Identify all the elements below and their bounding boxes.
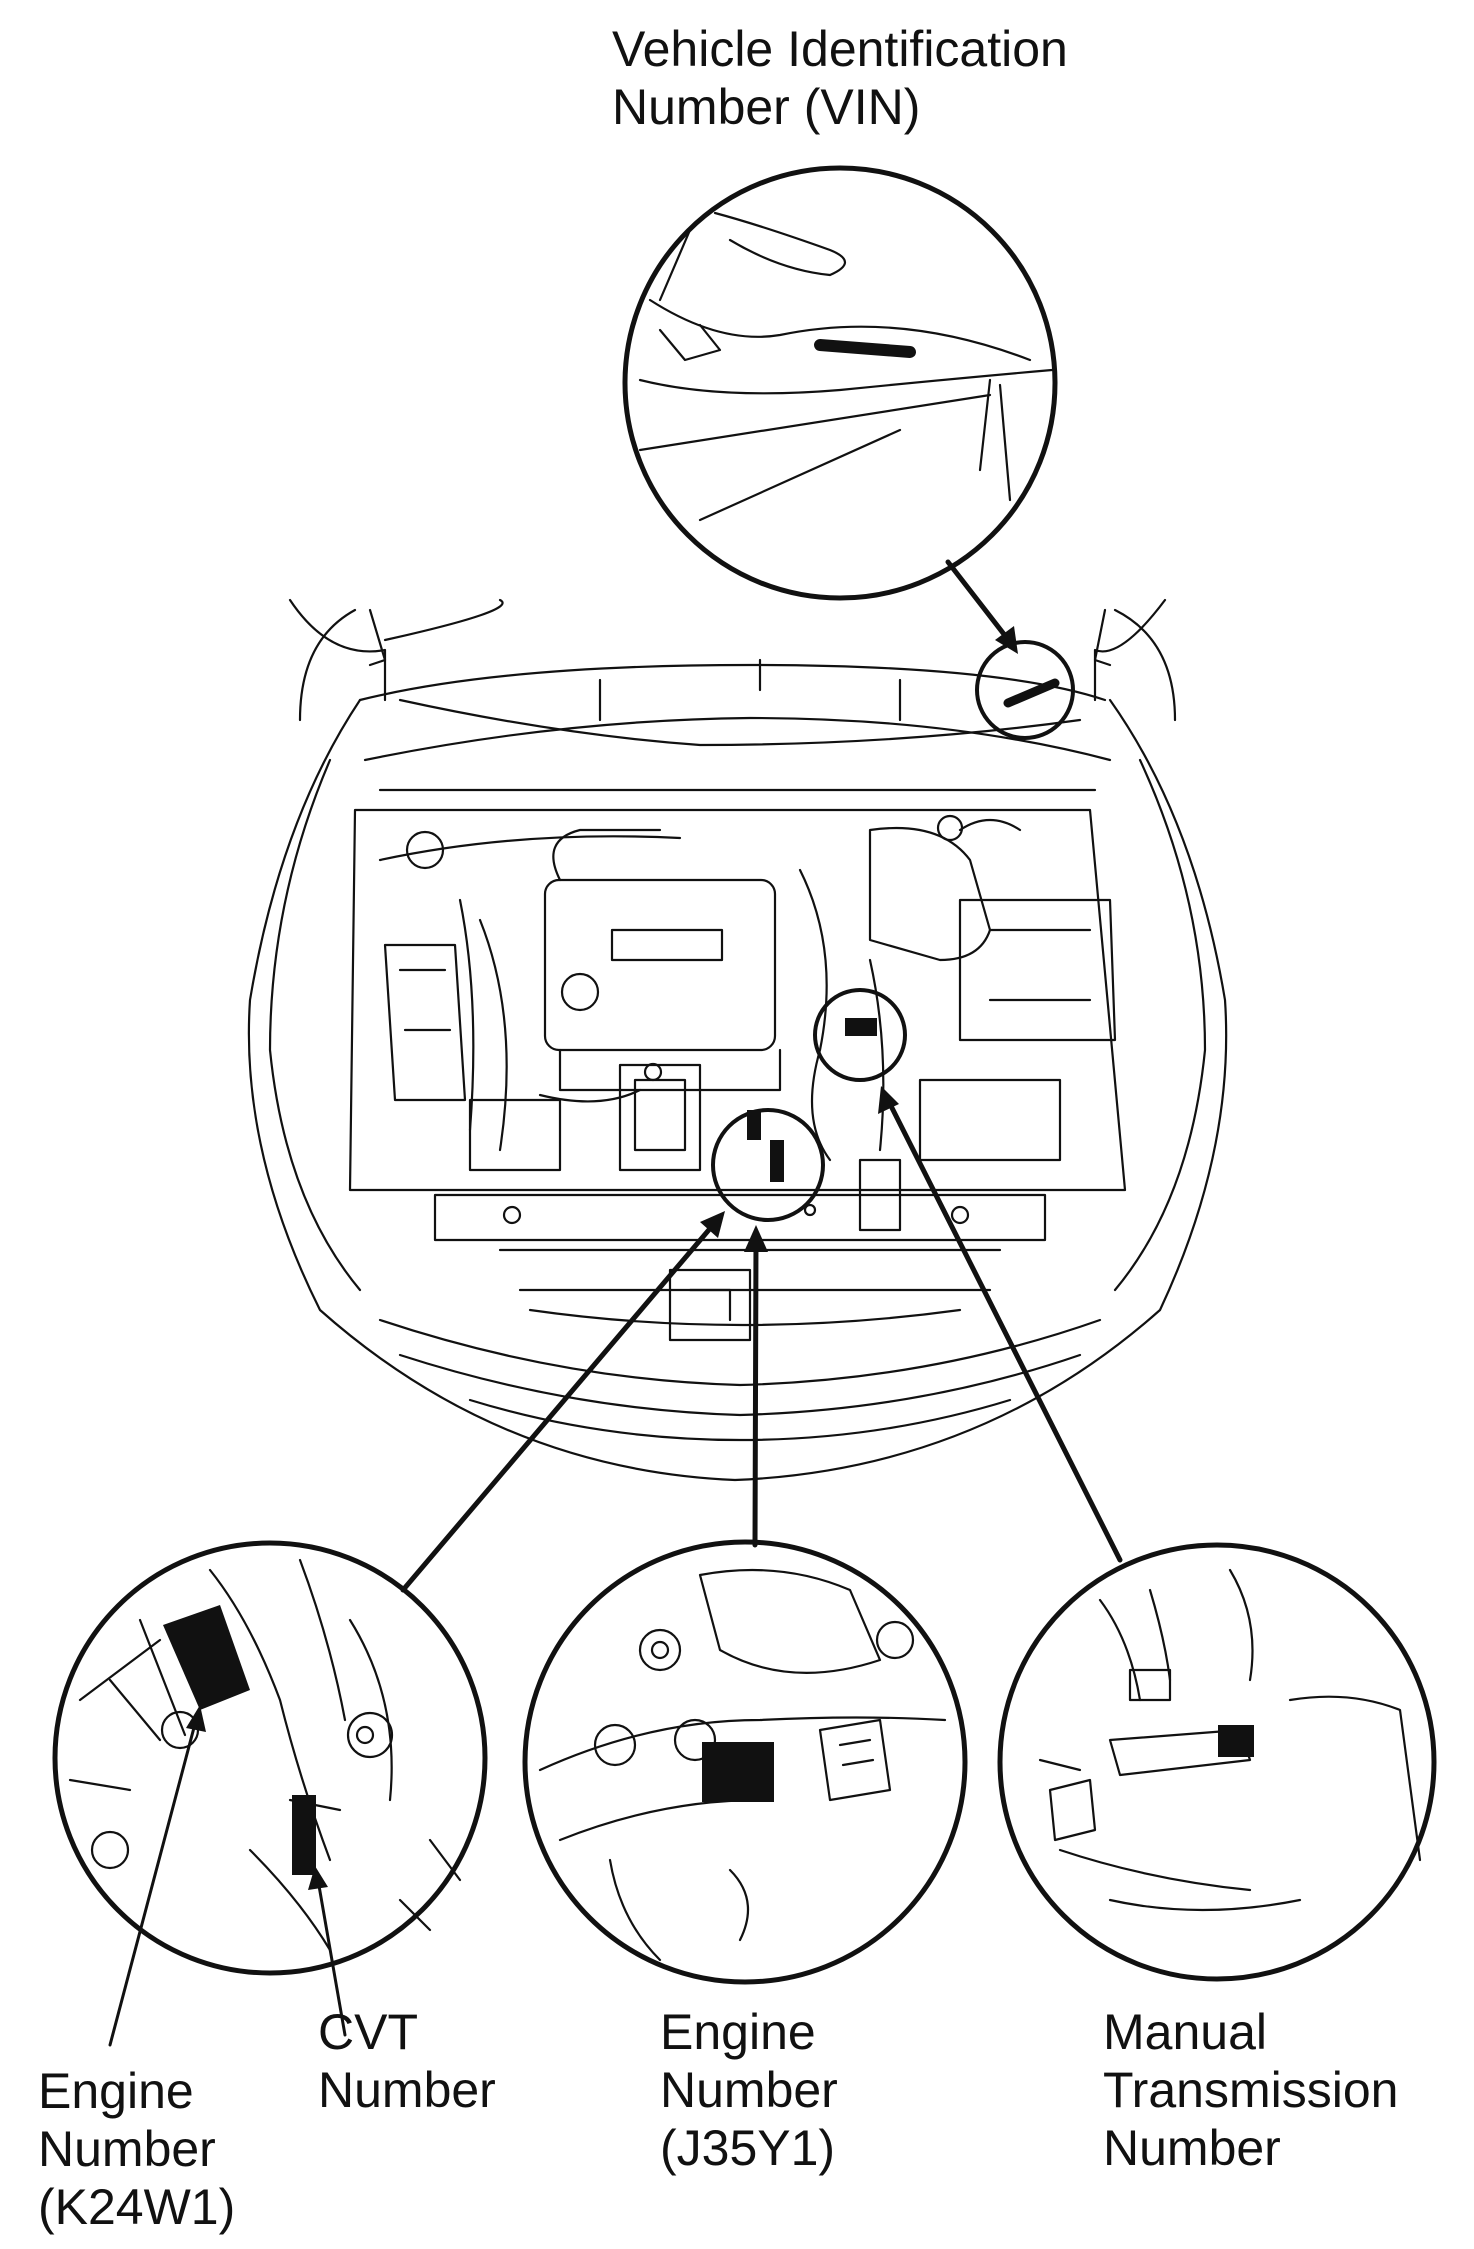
- manual-transmission-label: Manual Transmission Number: [1103, 2003, 1398, 2177]
- engine-j35y1-label: Engine Number (J35Y1): [660, 2003, 838, 2177]
- vin-label: Vehicle Identification Number (VIN): [612, 20, 1068, 136]
- vehicle-front-view: [247, 598, 1228, 1482]
- manual-transmission-label-line: Transmission: [1103, 2062, 1399, 2118]
- cvt-label-line: CVT: [318, 2004, 418, 2060]
- engine-k24w1-label-line: Engine: [38, 2063, 194, 2119]
- engine-j35y1-label-line: (J35Y1): [660, 2120, 836, 2176]
- engine-k24w1-label-line: Number: [38, 2121, 216, 2177]
- manual-transmission-detail-view: [997, 1542, 1437, 1982]
- leader-arrows: [108, 559, 1123, 2047]
- engine-j35y1-label-line: Engine: [660, 2004, 816, 2060]
- vin-detail-view: [622, 165, 1058, 601]
- cvt-label-line: Number: [318, 2062, 496, 2118]
- vin-label-line: Vehicle Identification: [612, 21, 1068, 77]
- vin-label-line: Number (VIN): [612, 79, 921, 135]
- engine-k24w1-label: Engine Number (K24W1): [38, 2062, 235, 2236]
- manual-transmission-label-line: Manual: [1103, 2004, 1267, 2060]
- cvt-label: CVT Number: [318, 2003, 496, 2119]
- engine-k24w1-label-line: (K24W1): [38, 2179, 236, 2235]
- engine-j35y1-label-line: Number: [660, 2062, 838, 2118]
- j35y1-detail-view: [522, 1539, 968, 1985]
- manual-transmission-label-line: Number: [1103, 2120, 1281, 2176]
- transmission-location-marker: [813, 988, 907, 1082]
- engine-number-location-marker: [711, 1108, 825, 1222]
- k24w1-cvt-detail-view: [52, 1540, 488, 1976]
- vin-location-marker: [975, 640, 1075, 740]
